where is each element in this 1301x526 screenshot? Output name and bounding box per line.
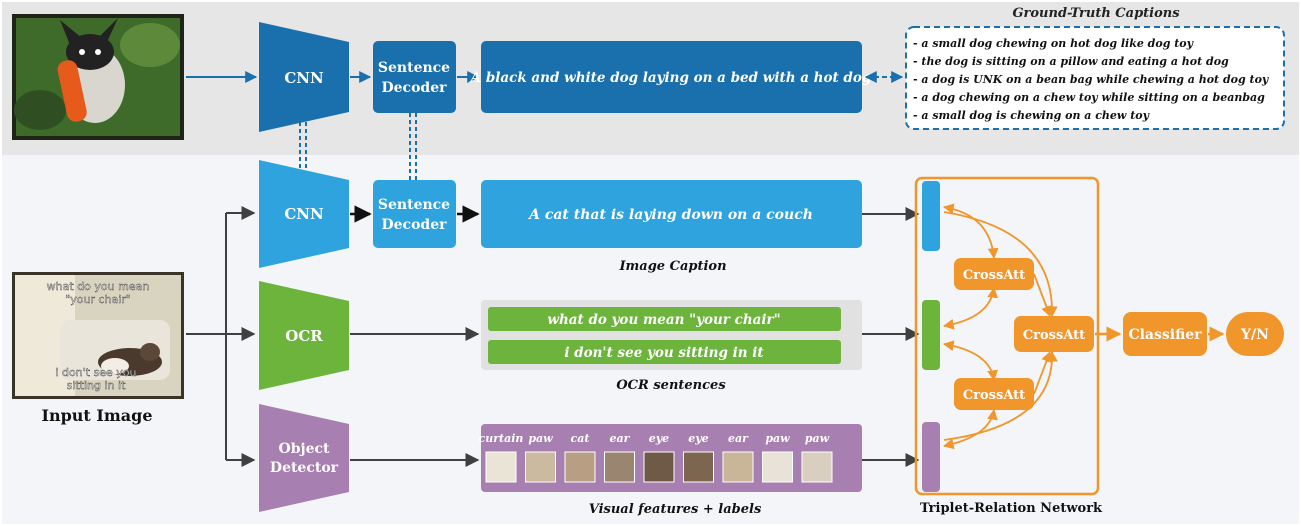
object-detector-block (259, 404, 349, 512)
meme-text-bottom-line1: i don't see you (55, 366, 136, 379)
object-patch-2 (564, 451, 596, 483)
top-cnn-block (259, 22, 349, 132)
ground-truth-caption-3: - a dog is UNK on a bean bag while chewi… (913, 73, 1270, 86)
top-decoder-block (373, 41, 456, 113)
top-decoder-label-line1: Sentence (378, 60, 450, 76)
ground-truth-title: Ground-Truth Captions (1012, 6, 1180, 21)
ocr-sentence-box-1 (488, 307, 841, 331)
crossatt-bottom-label: CrossAtt (963, 388, 1025, 403)
ocr-label: OCR (285, 327, 323, 345)
top-generated-caption-box (481, 41, 862, 113)
ocr-feature-bar (922, 300, 940, 370)
object-patch-5 (683, 451, 714, 483)
input-branch-arrows (186, 206, 256, 467)
meme-text-top-line2: "your chair" (65, 293, 131, 306)
output-block (1226, 312, 1284, 356)
object-patch-8 (801, 451, 833, 483)
object-label-4: eye (649, 432, 669, 445)
object-patch-0 (485, 451, 517, 483)
ocr-sentence-1: what do you mean "your chair" (547, 312, 780, 328)
classifier-label: Classifier (1128, 327, 1202, 343)
top-generated-caption: A black and white dog laying on a bed wi… (469, 70, 872, 86)
output-label: Y/N (1240, 327, 1269, 343)
top-decoder-label-line2: Decoder (382, 80, 448, 96)
object-label-3: ear (610, 432, 631, 445)
ocr-sentence-box-2 (488, 340, 841, 364)
ground-truth-caption-4: - a dog chewing on a chew toy while sitt… (913, 91, 1265, 104)
object-label-group: curtain paw cat ear eye eye ear paw paw (479, 432, 830, 445)
object-patch-3 (604, 451, 635, 483)
object-feature-bar (922, 422, 940, 492)
meme-text-bottom-line2: sitting in it (67, 379, 127, 392)
object-patch-6 (722, 451, 754, 483)
object-label-2: cat (571, 432, 590, 445)
object-label-5: eye (688, 432, 708, 445)
object-patch-group (485, 451, 833, 483)
object-detector-label-line1: Object (279, 441, 330, 457)
input-meme-image (12, 272, 184, 399)
crossatt-bottom-block (954, 378, 1034, 410)
object-label-7: paw (765, 432, 790, 445)
visual-features-section-label: Visual features + labels (589, 502, 762, 517)
ground-truth-caption-5: - a small dog is chewing on a chew toy (913, 109, 1151, 122)
object-patch-1 (525, 451, 556, 483)
caption-feature-bar (922, 181, 940, 251)
object-patch-7 (762, 451, 793, 483)
crossatt-mid-label: CrossAtt (1023, 328, 1085, 343)
classifier-block (1123, 312, 1207, 356)
caption-cnn-label: CNN (284, 205, 324, 223)
triplet-network-label: Triplet-Relation Network (920, 501, 1103, 516)
top-cnn-label: CNN (284, 69, 324, 87)
crossatt-mid-block (1014, 316, 1094, 352)
input-image-label: Input Image (41, 406, 152, 425)
object-detector-label-line2: Detector (270, 460, 339, 476)
shared-weights-link-cnn (299, 122, 307, 172)
triplet-network-frame (914, 176, 1100, 496)
caption-decoder-label-line1: Sentence (378, 197, 450, 213)
caption-decoder-block (373, 180, 456, 248)
ground-truth-box (905, 26, 1285, 130)
crossatt-top-label: CrossAtt (963, 268, 1025, 283)
caption-decoder-label-line2: Decoder (382, 217, 448, 233)
attention-connections (942, 203, 1058, 450)
object-label-8: paw (805, 432, 830, 445)
image-caption-section-label: Image Caption (618, 259, 726, 274)
ground-truth-caption-2: - the dog is sitting on a pillow and eat… (913, 55, 1229, 68)
caption-cnn-block (259, 160, 349, 268)
object-label-6: ear (728, 432, 749, 445)
ground-truth-caption-1: - a small dog chewing on hot dog like do… (913, 37, 1195, 50)
meme-text-top-line1: what do you mean (47, 280, 150, 293)
object-label-0: curtain (479, 432, 524, 445)
ocr-block (259, 281, 349, 390)
dog-photo (12, 14, 184, 140)
object-patch-4 (643, 451, 675, 483)
ocr-sentences-section-label: OCR sentences (616, 378, 726, 393)
crossatt-top-block (954, 258, 1034, 290)
caption-box (481, 180, 862, 248)
ocr-sentence-2: i don't see you sitting in it (564, 345, 764, 361)
object-label-1: paw (528, 432, 553, 445)
caption-text: A cat that is laying down on a couch (527, 207, 813, 223)
